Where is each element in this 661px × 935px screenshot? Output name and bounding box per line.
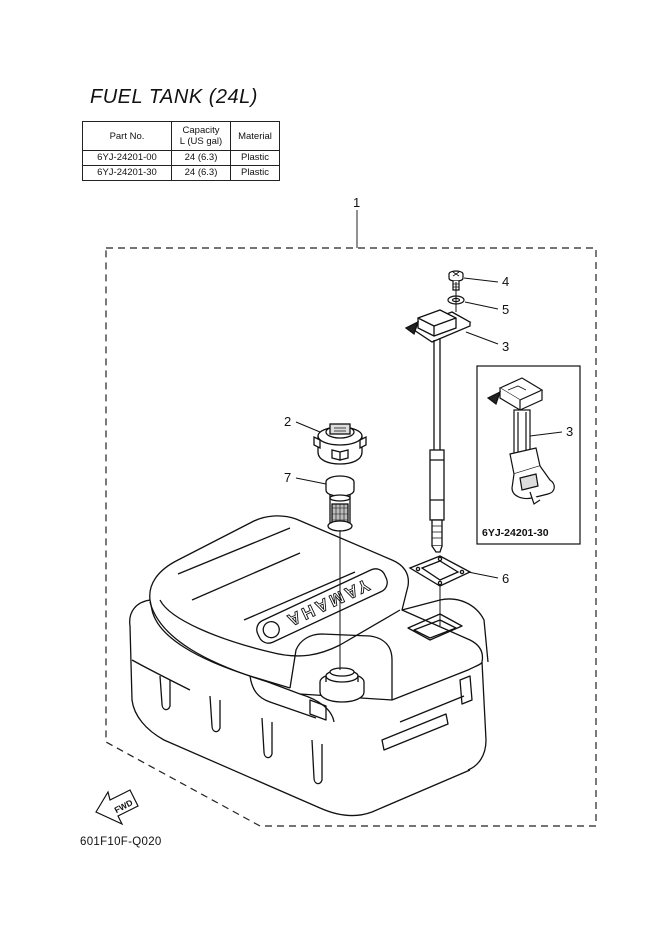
cell-material: Plastic bbox=[230, 165, 280, 181]
callout-3-inset: 3 bbox=[566, 424, 573, 439]
callout-6: 6 bbox=[502, 571, 509, 586]
spec-table: Part No. Capacity L (US gal) Material 6Y… bbox=[82, 121, 280, 181]
header-part-no: Part No. bbox=[82, 121, 172, 151]
gasket-part-6 bbox=[408, 555, 472, 587]
header-material: Material bbox=[230, 121, 280, 151]
callout-5: 5 bbox=[502, 302, 509, 317]
screw-part-4 bbox=[448, 270, 464, 291]
leader-2 bbox=[295, 421, 321, 433]
leader-5 bbox=[464, 301, 499, 310]
header-capacity-label: Capacity bbox=[182, 125, 220, 136]
fuel-tank bbox=[129, 515, 489, 817]
strainer-part-7 bbox=[325, 475, 355, 532]
table-row: 6YJ-24201-30 24 (6.3) Plastic bbox=[82, 165, 280, 181]
filler-neck bbox=[319, 667, 365, 703]
inset-leader-3 bbox=[529, 431, 563, 437]
callout-2: 2 bbox=[284, 414, 291, 429]
cell-capacity: 24 (6.3) bbox=[171, 165, 231, 181]
fuel-gauge-part-3 bbox=[404, 309, 472, 553]
leader-4 bbox=[463, 277, 499, 283]
header-capacity-unit: L (US gal) bbox=[179, 136, 223, 147]
diagram-title: FUEL TANK (24L) bbox=[90, 86, 258, 108]
inset-box: 3 6YJ-24201-30 bbox=[476, 365, 581, 545]
spec-table-header: Part No. Capacity L (US gal) Material bbox=[82, 121, 280, 151]
fwd-arrow-icon: FWD bbox=[95, 789, 139, 826]
fuel-cap-part-2 bbox=[313, 423, 367, 465]
leader-6 bbox=[467, 571, 499, 579]
inset-fuel-gauge bbox=[486, 377, 555, 505]
header-capacity: Capacity L (US gal) bbox=[171, 121, 231, 151]
leader-7 bbox=[295, 477, 327, 485]
assembly-boundary bbox=[105, 247, 597, 827]
callout-4: 4 bbox=[502, 274, 509, 289]
inset-part-label: 6YJ-24201-30 bbox=[482, 527, 549, 539]
leader-3 bbox=[465, 331, 499, 345]
callout-7: 7 bbox=[284, 470, 291, 485]
table-row: 6YJ-24201-00 24 (6.3) Plastic bbox=[82, 150, 280, 166]
callout-1: 1 bbox=[353, 195, 360, 210]
callout-3: 3 bbox=[502, 339, 509, 354]
diagram-code: 601F10F-Q020 bbox=[80, 836, 162, 848]
